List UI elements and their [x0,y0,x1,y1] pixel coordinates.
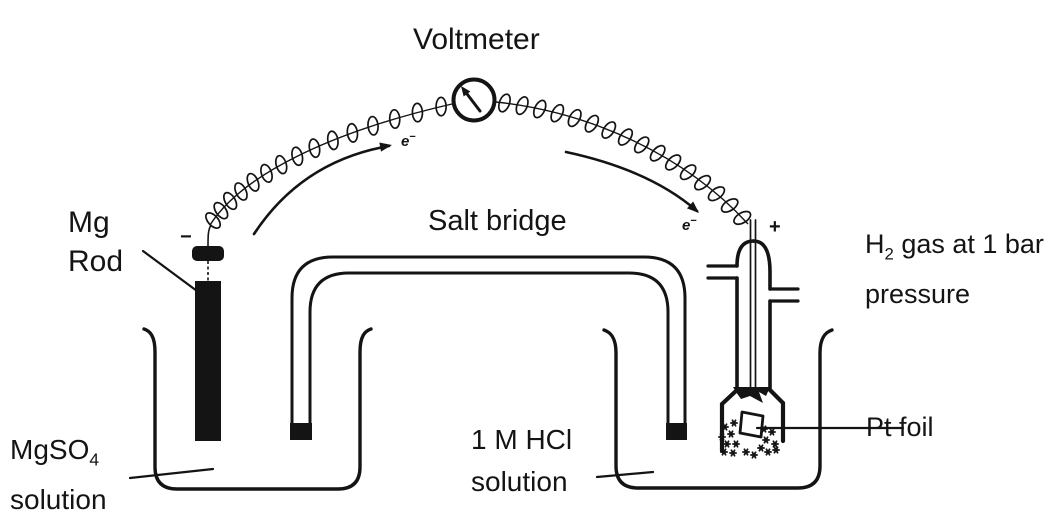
cathode-plus-sign: + [769,216,781,238]
mg-rod-label-line2: Rod [68,245,124,278]
h2-label-rest: gas at 1 bar [893,229,1044,259]
wire-seal-blob [733,387,770,403]
mgso4-formula: MgSO [10,434,90,465]
electron-symbol-right: e− [682,215,697,234]
mgso4-subscript: 4 [89,449,100,470]
h2-subscript: 2 [884,244,894,264]
electrode-dome-right [751,239,772,291]
salt-bridge-label: Salt bridge [428,205,567,237]
salt-bridge-plug-right [666,423,687,440]
electron-charge: − [409,131,416,143]
coil-wire-left [205,96,453,230]
mgso4-label-line2: solution [10,483,107,515]
h2-gas-label: H2 gas at 1 bar pressure [865,224,1044,314]
salt-bridge-tube [290,255,687,440]
salt-bridge-plug-left [290,423,312,440]
mgso4-solution-label: MgSO4 solution [10,430,107,519]
electron-e: e [682,217,691,234]
voltmeter-needle-arrowhead [461,86,471,97]
hydrogen-bubbles [718,419,780,459]
anode-minus-sign: − [180,226,192,248]
gas-side-arm-left [706,264,739,280]
label-pointer-lines [128,249,905,480]
hcl-label-line1: 1 M HCl [471,424,573,455]
electron-charge: − [690,215,697,227]
voltmeter-gauge-icon [451,77,497,123]
salt-bridge-outer-wall [290,255,687,440]
voltmeter-label: Voltmeter [413,23,540,56]
electron-e: e [401,133,410,150]
mgso4-pointer-line [128,467,215,480]
salt-bridge-inner-wall [308,271,670,440]
gas-side-arm-right [768,287,800,303]
electrode-terminal-cap [192,246,224,261]
mg-rod-electrode [192,224,224,441]
electrode-lead-wire [207,224,212,248]
mg-rod-pointer-line [141,249,199,293]
voltmeter-dial [451,77,497,123]
hcl-pointer-line [595,470,655,479]
pt-foil-label: Pt foil [866,412,934,442]
hydrogen-electrode [706,219,800,459]
right-beaker [602,328,834,490]
coil-wire-right [495,93,752,226]
hcl-label-line2: solution [471,466,568,497]
h2-label-line2: pressure [865,279,971,310]
electron-flow-arrow-left [252,142,392,236]
mg-rod-bar [195,281,221,441]
mg-rod-label-line1: Mg [68,206,110,239]
platinum-lead-wire [749,219,757,393]
electron-symbol-left: e− [401,131,416,150]
left-beaker [142,327,373,491]
electron-flow-arrow-right [564,150,699,213]
h2-element: H [865,229,885,259]
pt-foil-shape [738,410,765,439]
hcl-solution-label: 1 M HCl solution [471,419,572,503]
